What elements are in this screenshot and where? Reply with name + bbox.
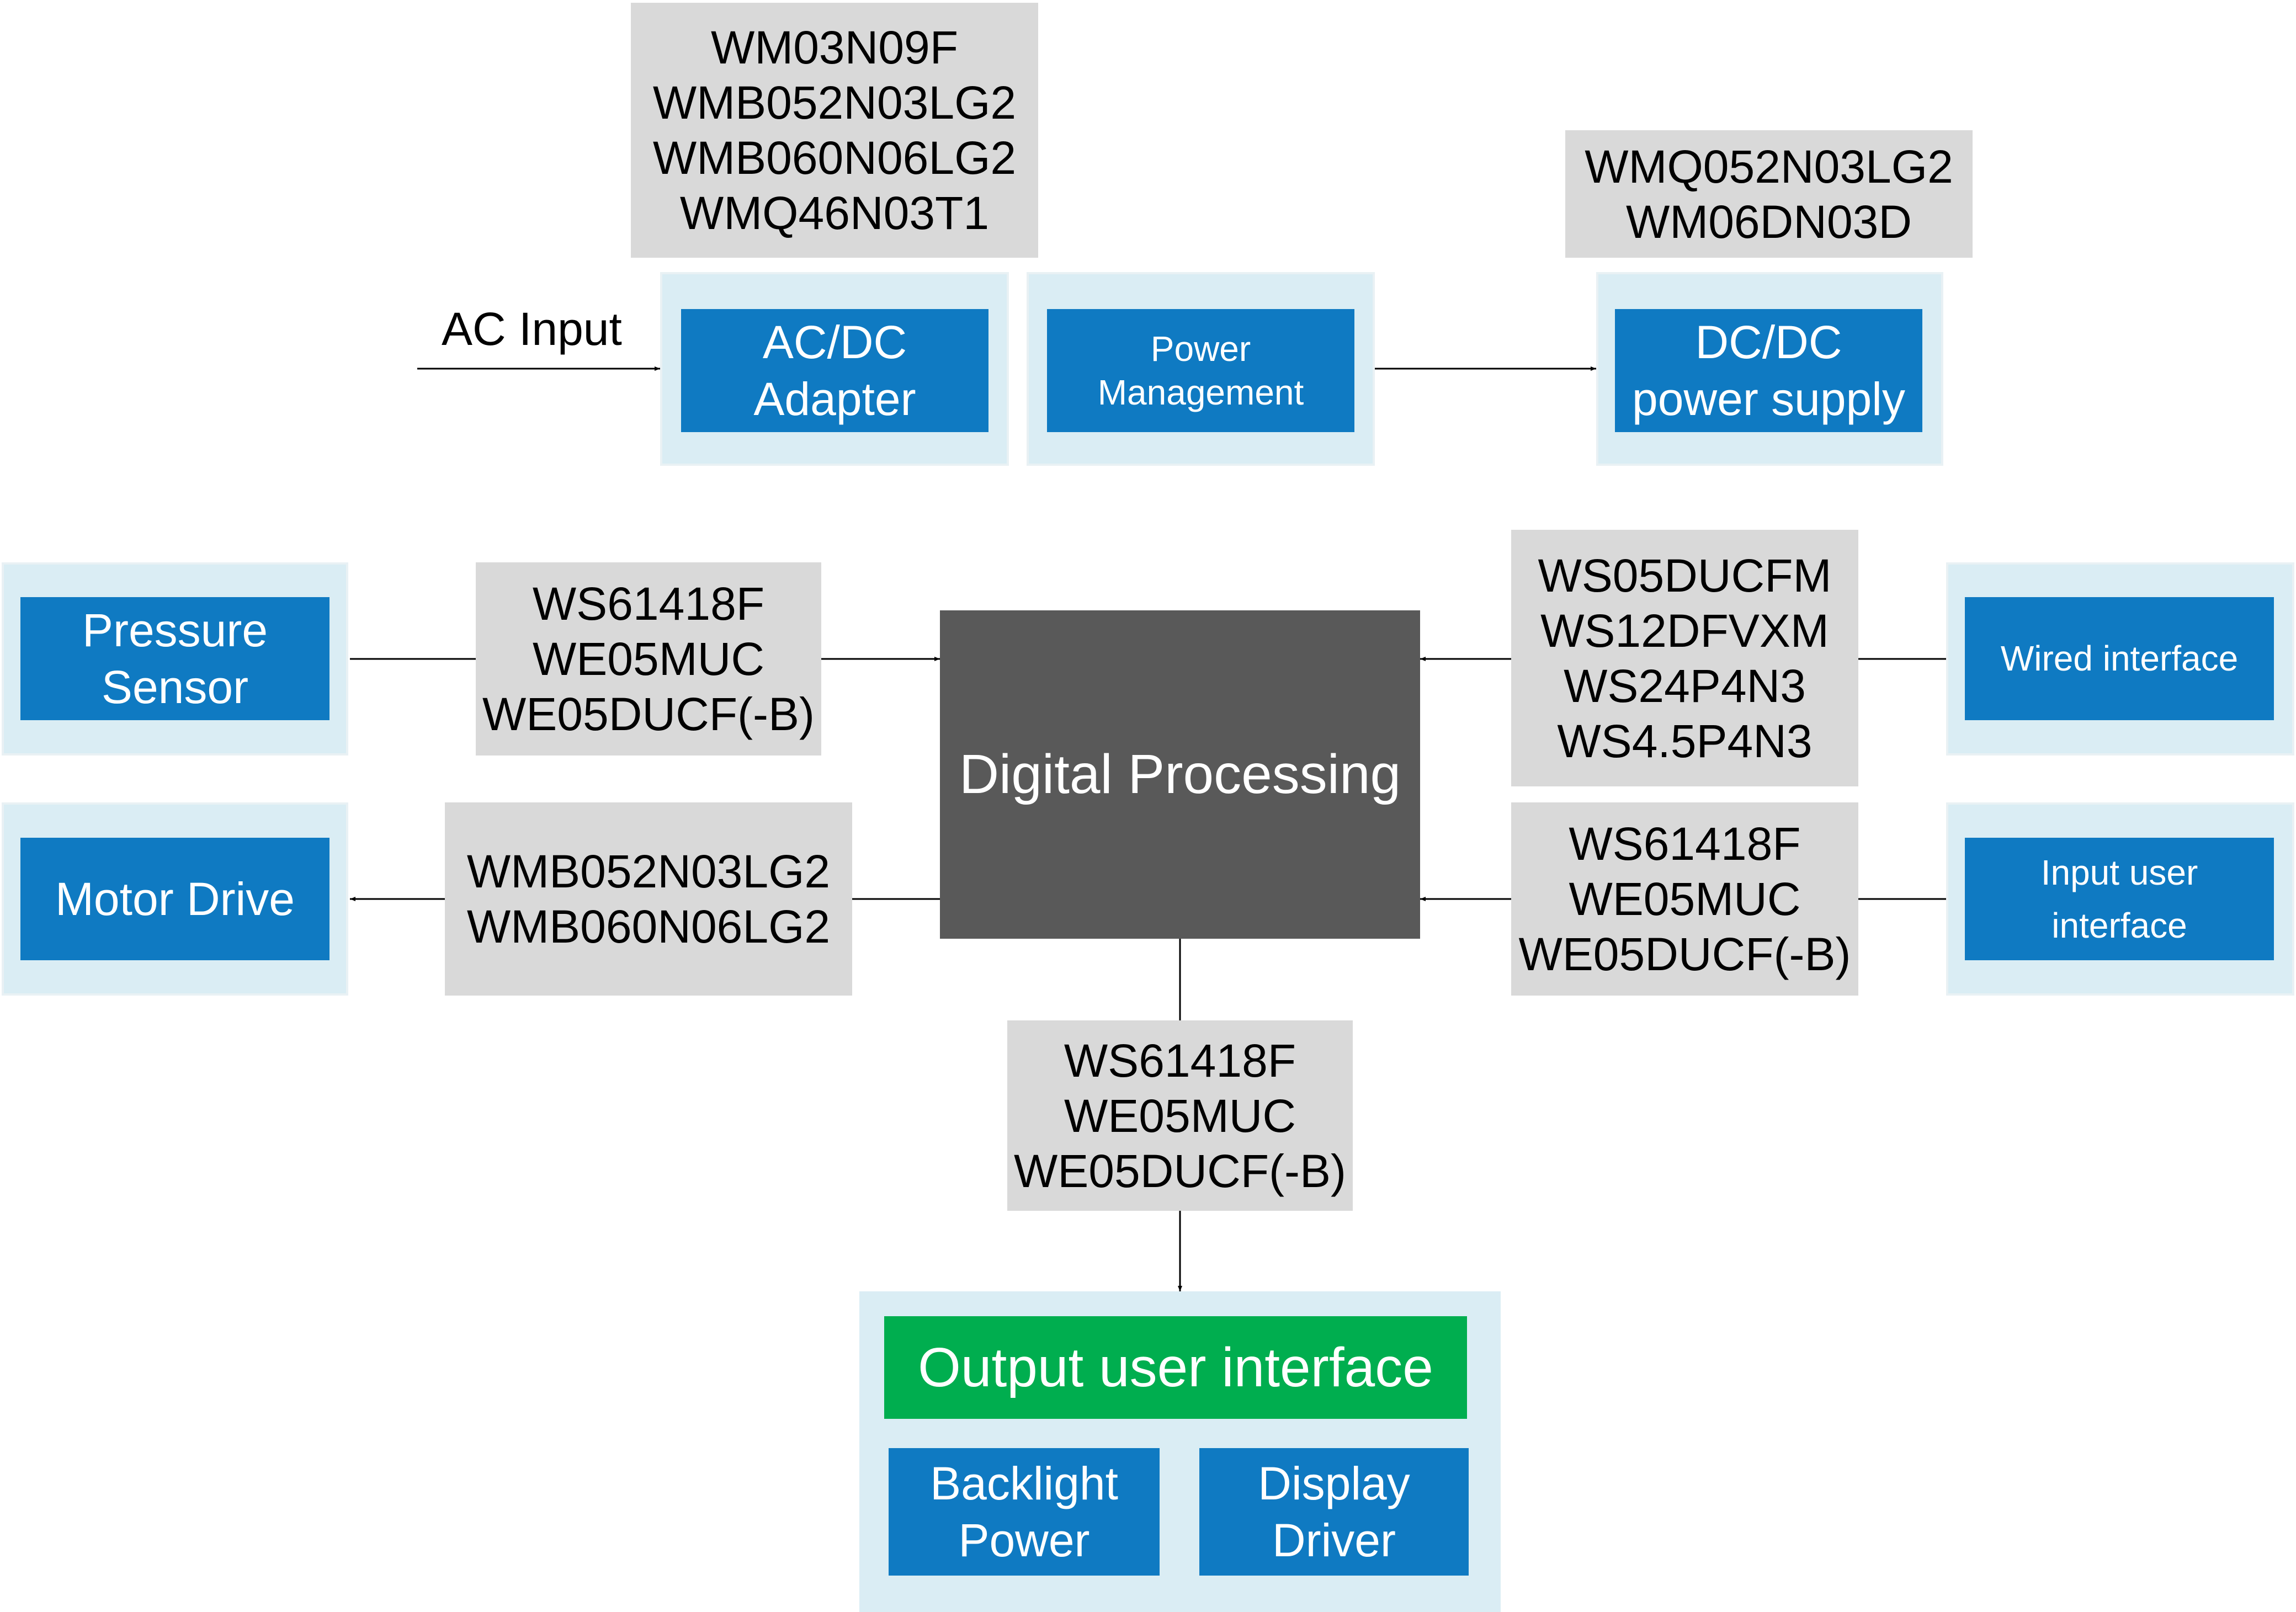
part-label: WMB060N06LG2 — [652, 132, 1017, 184]
part-label: WS24P4N3 — [1564, 659, 1806, 712]
part-label: WS61418F — [1569, 818, 1801, 870]
acdc-adapter-block: AC/DC Adapter — [681, 309, 988, 432]
motor-parts-box: WMB052N03LG2 WMB060N06LG2 — [445, 802, 852, 996]
digital-processing-block: Digital Processing — [940, 610, 1420, 939]
power-management-block: Power Management — [1047, 309, 1354, 432]
dcdc-parts-box: WMQ052N03LG2 WM06DN03D — [1565, 130, 1973, 258]
part-label: WE05DUCF(-B) — [1518, 928, 1851, 980]
wired-interface-block: Wired interface — [1965, 597, 2274, 720]
part-label: WS4.5P4N3 — [1557, 715, 1813, 767]
part-label: WE05DUCF(-B) — [1014, 1145, 1346, 1197]
part-label: WS61418F — [1064, 1034, 1296, 1087]
input-user-interface-block: Input user interface — [1965, 838, 2274, 960]
dcdc-supply-block: DC/DC power supply — [1615, 309, 1922, 432]
part-label: WS61418F — [532, 578, 765, 630]
part-label: WM03N09F — [710, 22, 959, 73]
pressure-sensor-block: Pressure Sensor — [20, 597, 329, 720]
part-label: WMQ46N03T1 — [679, 187, 990, 239]
input-parts-box: WS61418F WE05MUC WE05DUCF(-B) — [1511, 802, 1858, 996]
part-label: WE05MUC — [1064, 1089, 1296, 1142]
part-label: WS05DUCFM — [1538, 549, 1832, 602]
part-label: WE05DUCF(-B) — [482, 688, 815, 740]
part-label: WM06DN03D — [1625, 195, 1912, 248]
wired-parts-box: WS05DUCFM WS12DFVXM WS24P4N3 WS4.5P4N3 — [1511, 530, 1858, 786]
acdc-parts-box: WM03N09F WMB052N03LG2 WMB060N06LG2 WMQ46… — [631, 3, 1038, 258]
motor-drive-block: Motor Drive — [20, 838, 329, 960]
ac-input-label: AC Input — [442, 303, 622, 355]
part-label: WMB052N03LG2 — [652, 77, 1017, 129]
backlight-power-block: Backlight Power — [889, 1448, 1160, 1576]
output-user-interface-block: Output user interface — [884, 1316, 1467, 1419]
part-label: WS12DFVXM — [1540, 604, 1829, 657]
display-driver-block: Display Driver — [1199, 1448, 1469, 1576]
pressure-parts-box: WS61418F WE05MUC WE05DUCF(-B) — [476, 562, 821, 756]
part-label: WE05MUC — [1569, 873, 1801, 925]
part-label: WE05MUC — [532, 633, 765, 685]
part-label: WMB052N03LG2 — [466, 845, 831, 897]
output-parts-box: WS61418F WE05MUC WE05DUCF(-B) — [1007, 1020, 1353, 1211]
part-label: WMB060N06LG2 — [466, 901, 831, 953]
part-label: WMQ052N03LG2 — [1585, 140, 1953, 193]
